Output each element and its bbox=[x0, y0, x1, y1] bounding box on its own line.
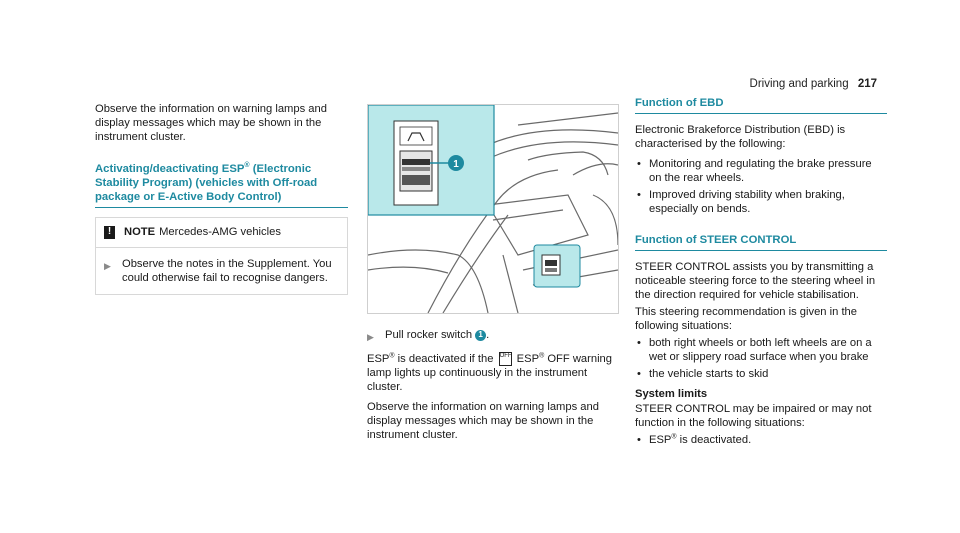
steer-list: • both right wheels or both left wheels a… bbox=[635, 336, 887, 381]
column-middle: 1 ▶ Pull rocker switch 1. ESP® is deacti… bbox=[367, 104, 619, 448]
bullet-icon: • bbox=[637, 158, 641, 170]
triangle-right-icon: ▶ bbox=[367, 332, 374, 342]
bullet-icon: • bbox=[637, 434, 641, 446]
triangle-right-icon: ▶ bbox=[104, 261, 111, 271]
limits-item-a: ESP bbox=[649, 434, 672, 446]
p1-sup: ® bbox=[389, 352, 395, 360]
list-item-text: Monitoring and regulating the brake pres… bbox=[649, 158, 872, 184]
step-text: Pull rocker switch bbox=[385, 329, 473, 341]
ebd-list: • Monitoring and regulating the brake pre… bbox=[635, 157, 887, 216]
instruction-step: ▶ Pull rocker switch 1. bbox=[367, 328, 617, 344]
page-number: 217 bbox=[857, 78, 877, 90]
ebd-heading: Function of EBD bbox=[635, 96, 887, 114]
list-item: • both right wheels or both left wheels a… bbox=[635, 336, 887, 364]
note-label: NOTE bbox=[124, 226, 156, 238]
section-title: Driving and parking bbox=[749, 78, 849, 90]
list-item: • Monitoring and regulating the brake pre… bbox=[635, 157, 887, 185]
note-step-text: Observe the notes in the Supplement. You… bbox=[122, 258, 332, 284]
list-item: • Improved driving stability when braking… bbox=[635, 188, 887, 216]
intro-paragraph: Observe the information on warning lamps… bbox=[95, 103, 327, 143]
steer-paragraph-1: STEER CONTROL assists you by transmittin… bbox=[635, 261, 876, 301]
console-illustration: 1 bbox=[368, 105, 618, 313]
list-item-text: Improved driving stability when braking,… bbox=[649, 189, 845, 215]
bullet-icon: • bbox=[637, 337, 641, 349]
ebd-paragraph: Electronic Brakeforce Distribution (EBD)… bbox=[635, 124, 846, 150]
note-box: ! NOTE Mercedes-AMG vehicles ▶ Observe t… bbox=[95, 217, 348, 295]
p1-a: ESP bbox=[367, 353, 390, 365]
observe-paragraph: Observe the information on warning lamps… bbox=[367, 401, 599, 442]
page-header: Driving and parking 217 bbox=[750, 78, 877, 90]
p1-c: ESP bbox=[516, 353, 540, 365]
note-header: ! NOTE Mercedes-AMG vehicles bbox=[96, 218, 347, 248]
bullet-icon: • bbox=[637, 189, 641, 201]
p1-b: is deactivated if the bbox=[394, 353, 494, 365]
rocker-switch-figure: 1 bbox=[367, 104, 619, 314]
esp-deactivated-paragraph: ESP® is deactivated if the OFF ESP® OFF … bbox=[367, 352, 617, 394]
callout-badge: 1 bbox=[475, 329, 487, 341]
step-end: . bbox=[486, 329, 490, 341]
limits-list: • ESP® is deactivated. bbox=[635, 433, 887, 447]
bullet-icon: • bbox=[637, 368, 641, 380]
limits-paragraph: STEER CONTROL may be impaired or may not… bbox=[635, 403, 872, 429]
list-item-text: the vehicle starts to skid bbox=[649, 368, 769, 380]
list-item-text: both right wheels or both left wheels ar… bbox=[649, 337, 872, 363]
list-item: • the vehicle starts to skid bbox=[635, 367, 887, 381]
esp-off-warning-icon: OFF bbox=[498, 352, 512, 367]
limits-item-sup: ® bbox=[671, 433, 677, 441]
callout-label: 1 bbox=[453, 159, 459, 170]
list-item: • ESP® is deactivated. bbox=[635, 433, 887, 447]
p1-sup2: ® bbox=[539, 352, 545, 360]
esp-section-heading: Activating/deactivating ESP® (Electronic… bbox=[95, 162, 348, 208]
steer-control-heading: Function of STEER CONTROL bbox=[635, 233, 887, 251]
heading-sup: ® bbox=[244, 162, 250, 170]
heading-text-a: Activating/deactivating ESP bbox=[95, 163, 245, 175]
limits-item-b: is deactivated. bbox=[676, 434, 752, 446]
p1-d: OFF warning lamp lights up continuously … bbox=[367, 353, 612, 394]
column-left: Observe the information on warning lamps… bbox=[95, 102, 348, 295]
system-limits-heading: System limits bbox=[635, 388, 708, 400]
exclamation-icon: ! bbox=[104, 225, 115, 239]
steer-paragraph-2: This steering recommendation is given in… bbox=[635, 306, 857, 332]
note-body: ▶ Observe the notes in the Supplement. Y… bbox=[96, 248, 347, 294]
column-right: Function of EBD Electronic Brakeforce Di… bbox=[635, 97, 887, 453]
heading-text-b: (Electronic Stability Program) (vehicles… bbox=[95, 163, 318, 203]
note-text: Mercedes-AMG vehicles bbox=[159, 226, 281, 238]
